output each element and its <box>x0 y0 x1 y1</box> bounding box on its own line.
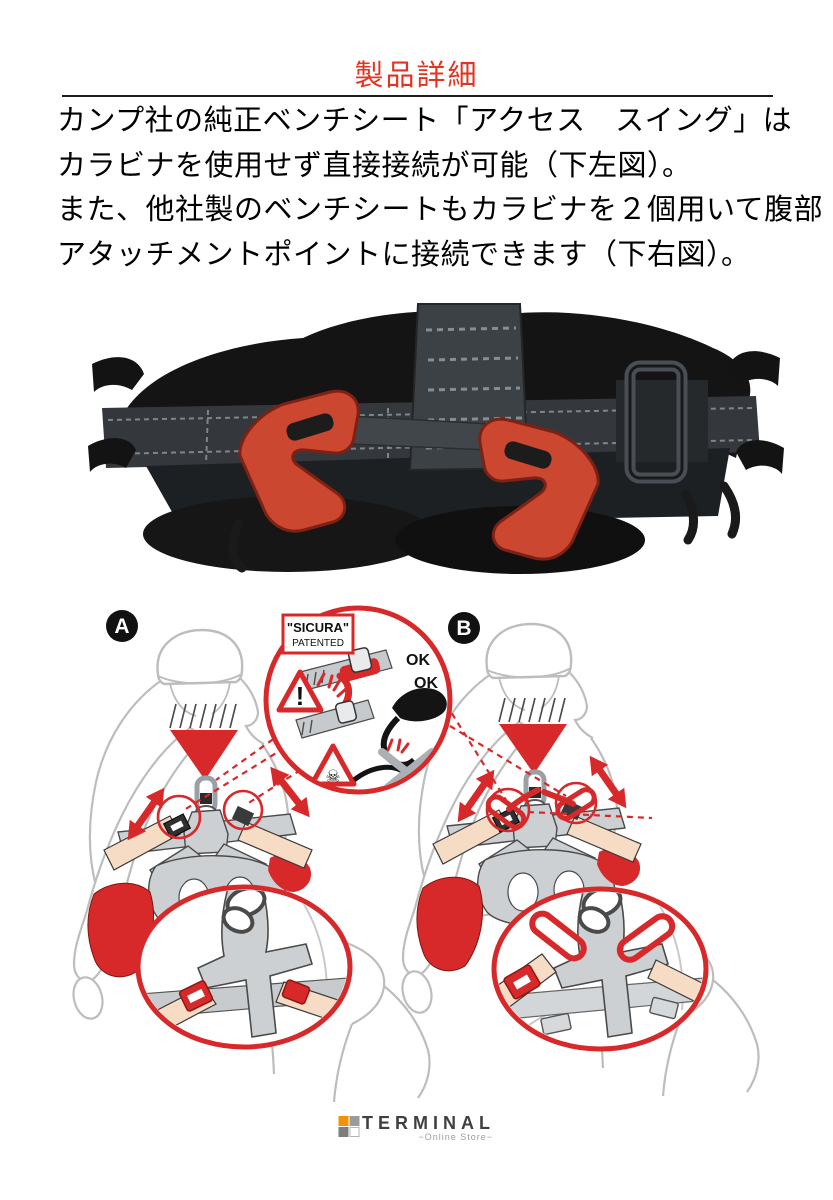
gear-loop-hooks <box>88 351 784 474</box>
terminal-logo-icon <box>338 1116 359 1137</box>
attachment-diagram-illustration: A B <box>0 605 833 1103</box>
sicura-label: "SICURA" PATENTED <box>281 613 355 655</box>
logo-square-white <box>349 1127 359 1137</box>
store-logo: TERMINAL −Online Store− <box>338 1113 495 1142</box>
ok-label-middle: OK <box>414 675 438 692</box>
central-warning-callout: ☠ ! OK OK "SICURA" PATENTED <box>263 605 453 795</box>
sicura-line1: "SICURA" <box>287 620 349 635</box>
hanging-straps <box>228 481 741 573</box>
attachment-circle-a-right <box>222 789 264 831</box>
brand-name: TERMINAL <box>362 1113 495 1133</box>
attachment-circle-b-left <box>485 787 531 833</box>
red-buckle-right <box>478 417 600 561</box>
skull-icon: ☠ <box>325 767 340 786</box>
description-line-1: カンプ社の純正ベンチシート「アクセス スイング」は <box>57 105 793 137</box>
description-line-4: アタッチメントポイントに接続できます（下右図）。 <box>57 238 751 271</box>
brand-subtitle: −Online Store− <box>418 1132 493 1142</box>
harness-photo-illustration <box>88 303 784 574</box>
red-buckle-left <box>238 389 360 533</box>
page-title: 製品詳細 <box>354 60 479 92</box>
sicura-line2: PATENTED <box>292 638 344 649</box>
logo-text: TERMINAL −Online Store− <box>362 1113 495 1142</box>
figure-b-label: B <box>456 617 471 640</box>
logo-square-gray-light <box>349 1116 359 1126</box>
ok-label-top: OK <box>406 652 430 669</box>
product-description: カンプ社の純正ベンチシート「アクセス スイング」は カラビナを使用せず直接接続が… <box>57 99 824 277</box>
logo-square-gray-dark <box>338 1127 348 1137</box>
figure-b-badge: B <box>448 612 480 644</box>
description-line-2: カラビナを使用せず直接接続が可能（下左図）。 <box>57 149 692 182</box>
harness-photo <box>88 298 785 578</box>
detail-ellipse-b <box>491 886 709 1052</box>
title-divider <box>62 95 773 97</box>
detail-ellipse-a <box>135 884 353 1050</box>
description-line-3: また、他社製のベンチシートもカラビナを２個用いて腹部 <box>57 194 824 226</box>
figure-a-badge: A <box>106 610 138 642</box>
figure-a-label: A <box>114 615 129 638</box>
warning-exclamation-icon: ! <box>296 681 305 711</box>
metal-buckle <box>616 360 708 484</box>
attachment-circle-a-left <box>156 794 202 840</box>
attachment-circle-b-right <box>554 781 598 825</box>
logo-square-orange <box>338 1116 348 1126</box>
attachment-diagram: A B <box>0 588 833 1103</box>
leg-pad-left <box>143 496 433 572</box>
